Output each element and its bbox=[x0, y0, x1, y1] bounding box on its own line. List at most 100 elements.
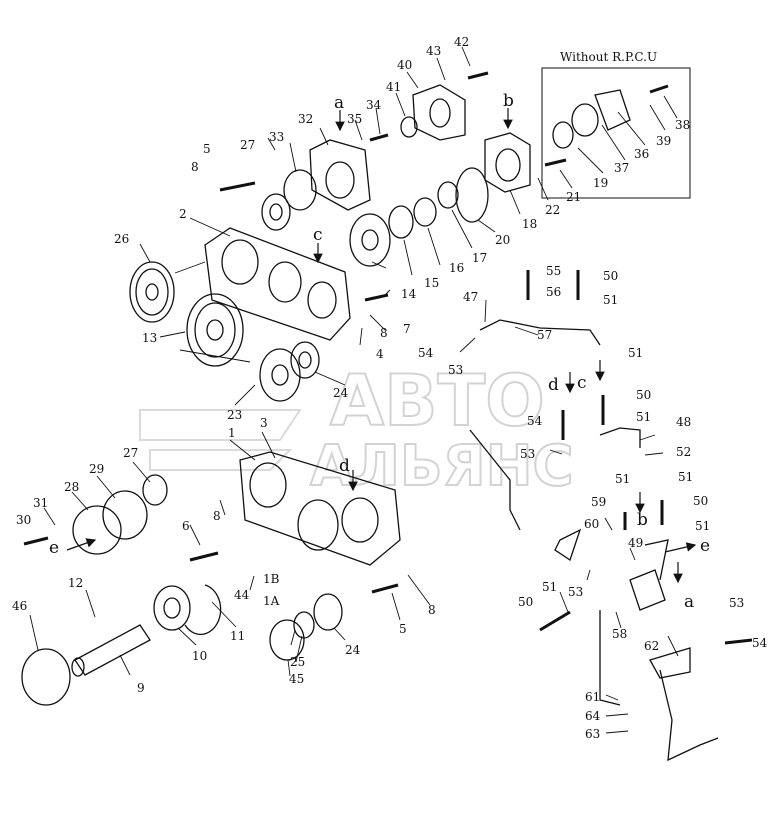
part-label-64: 64 bbox=[585, 709, 601, 723]
connection-letter-a-top: a bbox=[334, 93, 344, 113]
part-label-55: 55 bbox=[546, 264, 561, 278]
part-label-27-top: 27 bbox=[240, 138, 255, 152]
part-label-22: 22 bbox=[545, 203, 560, 217]
part-label-50-d: 50 bbox=[518, 595, 533, 609]
part-label-2: 2 bbox=[179, 207, 187, 221]
part-label-56: 56 bbox=[546, 285, 561, 299]
part-label-50-b: 50 bbox=[636, 388, 651, 402]
connection-letter-c-bottom: c bbox=[577, 373, 587, 393]
part-label-8-mid: 8 bbox=[380, 326, 388, 340]
part-label-31: 31 bbox=[33, 496, 48, 510]
part-label-46: 46 bbox=[12, 599, 27, 613]
part-label-44: 44 bbox=[234, 588, 250, 602]
watermark-line1: АВТО bbox=[330, 360, 545, 442]
part-label-62: 62 bbox=[644, 639, 659, 653]
part-label-36: 36 bbox=[634, 147, 649, 161]
part-label-51-e: 51 bbox=[678, 470, 693, 484]
part-label-28: 28 bbox=[64, 480, 79, 494]
part-label-58: 58 bbox=[612, 627, 627, 641]
part-label-12: 12 bbox=[68, 576, 83, 590]
connection-letter-e-right: e bbox=[700, 536, 710, 556]
part-label-40: 40 bbox=[397, 58, 412, 72]
part-label-8-top: 8 bbox=[191, 160, 199, 174]
part-label-14: 14 bbox=[401, 287, 417, 301]
part-label-45: 45 bbox=[289, 672, 304, 686]
part-label-19: 19 bbox=[593, 176, 608, 190]
part-label-42: 42 bbox=[454, 35, 469, 49]
part-label-38: 38 bbox=[675, 118, 690, 132]
part-label-3: 3 bbox=[260, 416, 268, 430]
inset-box: Without R.P.C.U bbox=[541, 50, 691, 199]
part-label-20: 20 bbox=[495, 233, 510, 247]
part-label-43: 43 bbox=[426, 44, 441, 58]
part-label-51-a: 51 bbox=[603, 293, 618, 307]
parts-artwork bbox=[21, 71, 753, 762]
part-label-26: 26 bbox=[114, 232, 129, 246]
connection-letters: a a b b c c d d e e bbox=[49, 91, 710, 612]
part-label-24-bottom: 24 bbox=[345, 643, 361, 657]
part-label-17: 17 bbox=[472, 251, 487, 265]
connection-letter-d-top: d bbox=[339, 456, 350, 476]
part-label-23: 23 bbox=[227, 408, 242, 422]
watermark: АВТО АЛЬЯНС bbox=[139, 359, 575, 500]
connection-letter-b-bottom: b bbox=[637, 510, 648, 530]
part-label-53-d: 53 bbox=[729, 596, 744, 610]
leader-lines bbox=[29, 46, 679, 734]
part-label-59: 59 bbox=[591, 495, 606, 509]
inset-label: Without R.P.C.U bbox=[560, 50, 657, 64]
part-label-8-left: 8 bbox=[213, 509, 221, 523]
connection-letter-d-bottom: d bbox=[548, 375, 559, 395]
part-label-29: 29 bbox=[89, 462, 104, 476]
part-label-13: 13 bbox=[142, 331, 157, 345]
part-number-labels: 1 1A 1B 2 3 4 5 5 6 7 8 8 8 8 9 10 11 12… bbox=[12, 35, 768, 741]
part-label-52: 52 bbox=[676, 445, 691, 459]
part-label-7: 7 bbox=[403, 322, 411, 336]
part-label-41: 41 bbox=[386, 80, 401, 94]
part-label-1a: 1A bbox=[263, 594, 280, 608]
part-label-63: 63 bbox=[585, 727, 600, 741]
part-label-51-d: 51 bbox=[615, 472, 630, 486]
part-label-33: 33 bbox=[269, 130, 284, 144]
part-label-34: 34 bbox=[366, 98, 382, 112]
part-label-57: 57 bbox=[537, 328, 552, 342]
part-label-60: 60 bbox=[584, 517, 599, 531]
connection-letter-e-left: e bbox=[49, 538, 59, 558]
part-label-54-a: 54 bbox=[418, 346, 434, 360]
part-label-8-bottom: 8 bbox=[428, 603, 436, 617]
part-label-53-b: 53 bbox=[520, 447, 535, 461]
part-label-18: 18 bbox=[522, 217, 537, 231]
connection-letter-b-top: b bbox=[503, 91, 514, 111]
part-label-1b: 1B bbox=[263, 572, 280, 586]
part-label-49: 49 bbox=[628, 536, 643, 550]
part-label-25: 25 bbox=[290, 655, 305, 669]
part-label-9: 9 bbox=[137, 681, 145, 695]
part-label-10: 10 bbox=[192, 649, 207, 663]
part-label-15: 15 bbox=[424, 276, 439, 290]
part-label-51-f: 51 bbox=[695, 519, 710, 533]
part-label-54-b: 54 bbox=[527, 414, 543, 428]
part-label-24-top: 24 bbox=[333, 386, 349, 400]
part-label-16: 16 bbox=[449, 261, 464, 275]
part-label-54-c: 54 bbox=[752, 636, 768, 650]
part-label-5-bottom: 5 bbox=[399, 622, 407, 636]
connection-letter-a-bottom: a bbox=[684, 592, 694, 612]
part-label-48: 48 bbox=[676, 415, 691, 429]
part-label-50-a: 50 bbox=[603, 269, 618, 283]
part-label-6: 6 bbox=[182, 519, 190, 533]
part-label-53-c: 53 bbox=[568, 585, 583, 599]
part-label-39: 39 bbox=[656, 134, 671, 148]
part-label-11: 11 bbox=[230, 629, 245, 643]
part-label-32: 32 bbox=[298, 112, 313, 126]
part-label-5-top: 5 bbox=[203, 142, 211, 156]
part-label-51-b: 51 bbox=[628, 346, 643, 360]
part-label-51-c: 51 bbox=[636, 410, 651, 424]
part-label-27-bottom: 27 bbox=[123, 446, 138, 460]
part-label-50-c: 50 bbox=[693, 494, 708, 508]
part-label-53-a: 53 bbox=[448, 363, 463, 377]
part-label-35: 35 bbox=[347, 112, 362, 126]
part-label-47: 47 bbox=[463, 290, 478, 304]
part-label-51-g: 51 bbox=[542, 580, 557, 594]
part-label-4: 4 bbox=[376, 347, 384, 361]
